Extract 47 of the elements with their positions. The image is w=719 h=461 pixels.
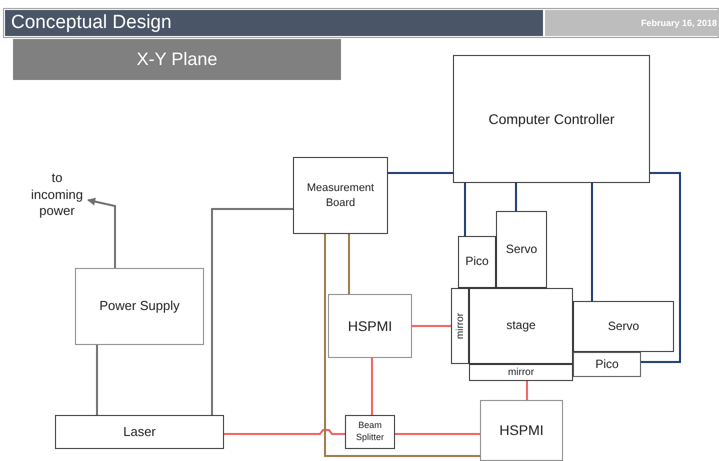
box-label: stage	[506, 318, 536, 334]
date-label: February 16, 2018	[545, 10, 719, 36]
mirror-box	[451, 288, 469, 364]
arrow	[87, 198, 116, 268]
box-label: Measurement Board	[306, 181, 376, 210]
mirror-box	[469, 364, 573, 381]
actuator-box	[573, 352, 641, 377]
connector-line	[324, 234, 480, 457]
controller-box	[453, 55, 650, 183]
servo-box	[496, 211, 547, 288]
connector-line	[211, 208, 293, 415]
servo-box	[573, 301, 674, 352]
box-label: mirror	[454, 312, 466, 340]
connector-line	[224, 429, 345, 435]
box-label: Servo	[608, 318, 640, 334]
box-label: Power Supply	[99, 298, 180, 315]
connector-line	[96, 345, 98, 415]
box-label: Servo	[506, 242, 538, 258]
box-label: Pico	[595, 356, 619, 372]
interferometer-box	[480, 400, 563, 461]
connector-line	[641, 172, 681, 363]
connector-line	[515, 183, 517, 211]
connector-line	[526, 381, 528, 400]
title-bar: Conceptual Design	[5, 10, 543, 36]
connector-line	[348, 234, 350, 294]
box-label: HSPMI	[348, 316, 392, 336]
interferometer-box	[328, 294, 412, 358]
connector-line	[591, 183, 593, 301]
subtitle-banner: X-Y Plane	[13, 39, 341, 80]
connector-line	[371, 358, 373, 415]
note-text: to incoming power	[30, 170, 84, 220]
box-label: Beam Splitter	[354, 420, 385, 444]
box-label: Laser	[123, 424, 156, 440]
connector-line	[464, 183, 466, 236]
box-label: Pico	[465, 254, 489, 270]
box-label: Computer Controller	[488, 110, 615, 128]
actuator-box	[458, 236, 496, 288]
connector-line	[388, 172, 453, 174]
board-box	[293, 157, 388, 234]
laser-box	[55, 415, 224, 449]
beam-splitter-box	[345, 415, 395, 449]
connector-line	[395, 433, 480, 435]
connector-line	[412, 325, 451, 327]
power-supply-box	[75, 268, 204, 345]
box-label: HSPMI	[499, 421, 544, 440]
box-label: mirror	[508, 366, 534, 379]
stage-box	[469, 288, 573, 364]
